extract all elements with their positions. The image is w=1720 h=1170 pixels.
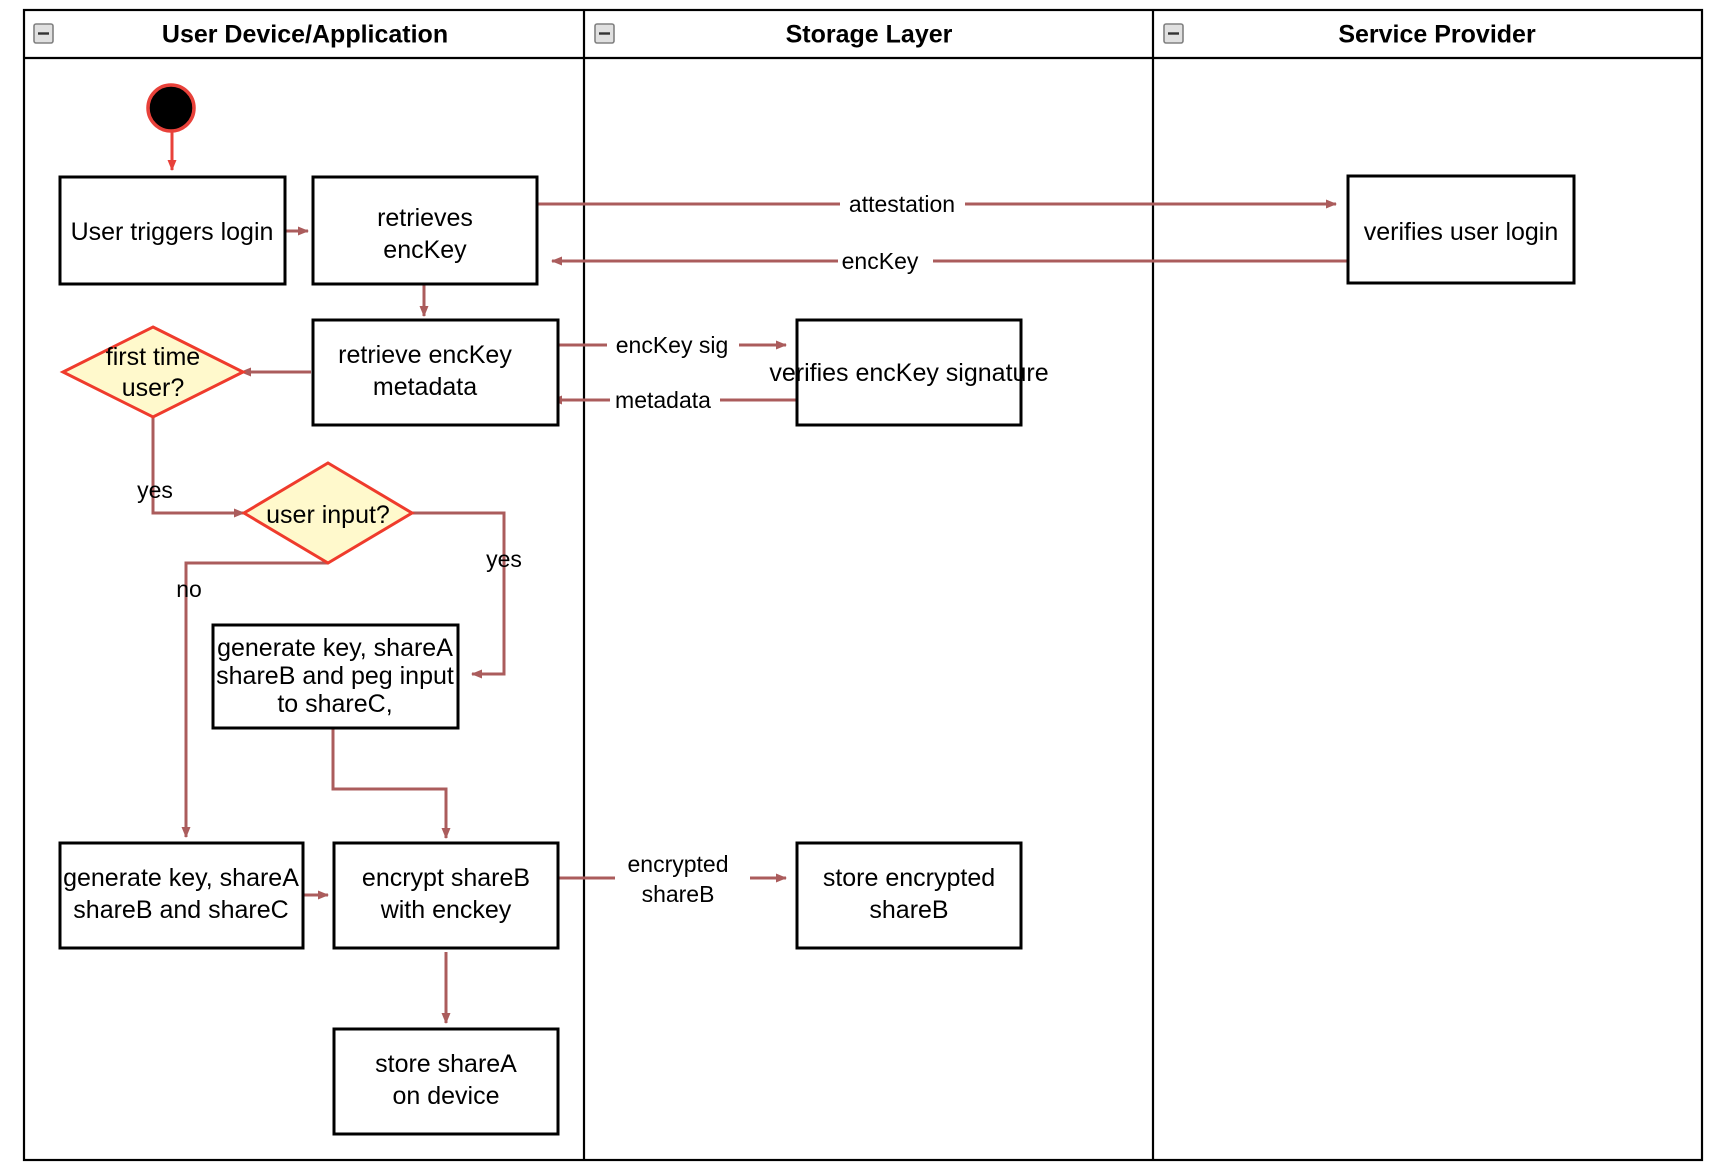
node-label-user-triggers-login: User triggers login [71, 218, 274, 246]
diagram-frame [22, 8, 1704, 1162]
edge-label-user-input-yes: yes [486, 546, 522, 572]
node-verifies-enckey-signature[interactable]: verifies encKey signature [769, 318, 1049, 427]
collapse-icon-storage[interactable] [594, 23, 615, 44]
node-first-time-user[interactable]: first time user? [59, 325, 247, 419]
node-label-encrypt-line2: with enckey [380, 896, 512, 924]
node-encrypt-shareb[interactable]: encrypt shareB with enckey [332, 841, 560, 950]
edge-user-input-yes: yes [412, 511, 522, 679]
edge-label-metadata: metadata [615, 387, 711, 413]
node-store-encrypted-shareb[interactable]: store encrypted shareB [795, 841, 1023, 950]
node-label-peg-line1: generate key, shareA [217, 634, 453, 662]
node-label-store-enc-line2: shareB [869, 896, 948, 924]
node-label-retrieves-line1: retrieves [377, 204, 473, 232]
edge-label-enckey-sig: encKey sig [616, 332, 729, 358]
edge-label-user-input-no: no [176, 576, 202, 602]
node-label-user-input: user input? [266, 501, 390, 529]
node-label-retrieves-line2: encKey [383, 236, 467, 264]
node-generate-peg-input[interactable]: generate key, shareA shareB and peg inpu… [211, 623, 460, 730]
node-label-store-sharea-line2: on device [392, 1082, 499, 1110]
node-label-metadata-line2: metadata [373, 373, 477, 401]
node-label-store-enc-line1: store encrypted [823, 864, 995, 892]
edge-label-encrypted: encrypted [627, 851, 728, 877]
node-label-first-time-line1: first time [106, 343, 200, 371]
node-label-shares-line2: shareB and shareC [73, 896, 288, 924]
edge-enckey-return: encKey [551, 247, 1348, 275]
node-label-store-sharea-line1: store shareA [375, 1050, 517, 1078]
node-verifies-user-login[interactable]: verifies user login [1346, 174, 1576, 285]
node-label-encrypt-line1: encrypt shareB [362, 864, 530, 892]
node-label-peg-line3: to shareC, [277, 690, 392, 718]
edge-first-time-yes: yes [137, 413, 245, 518]
lane-header-service-provider: Service Provider [1163, 21, 1536, 49]
edge-label-first-time-yes: yes [137, 477, 173, 503]
edge-metadata-return: metadata [551, 386, 797, 414]
edge-enckey-sig: encKey sig [557, 331, 787, 359]
edge-label-attestation: attestation [849, 191, 955, 217]
node-label-metadata-line1: retrieve encKey [338, 341, 512, 369]
node-store-sharea-on-device[interactable]: store shareA on device [332, 1027, 560, 1136]
edge-user-input-no: no [176, 561, 328, 838]
edge-label-enckey: encKey [842, 248, 919, 274]
node-label-verifies-enckey-signature: verifies encKey signature [769, 359, 1048, 387]
node-user-triggers-login[interactable]: User triggers login [58, 175, 287, 286]
node-label-first-time-line2: user? [122, 374, 185, 402]
initial-node [146, 83, 196, 133]
node-label-peg-line2: shareB and peg input [216, 662, 454, 690]
lane-title-storage: Storage Layer [786, 21, 953, 49]
edge-attestation: attestation [535, 190, 1337, 218]
lane-title-user-device: User Device/Application [162, 21, 448, 49]
node-user-input[interactable]: user input? [241, 461, 415, 565]
lane-header-storage: Storage Layer [594, 21, 953, 49]
collapse-icon-service-provider[interactable] [1163, 23, 1184, 44]
node-generate-shares[interactable]: generate key, shareA shareB and shareC [58, 841, 305, 950]
node-retrieve-enckey-metadata[interactable]: retrieve encKey metadata [311, 318, 560, 427]
edge-peg-to-encrypt [331, 728, 451, 839]
edge-encrypted-shareb: encrypted shareB [557, 848, 787, 910]
lane-header-user-device: User Device/Application [33, 21, 448, 49]
lane-title-service-provider: Service Provider [1338, 21, 1536, 49]
node-label-verifies-user-login: verifies user login [1364, 218, 1559, 246]
collapse-icon-user-device[interactable] [33, 23, 54, 44]
node-label-shares-line1: generate key, shareA [63, 864, 299, 892]
edge-label-shareb: shareB [642, 881, 715, 907]
node-retrieves-enckey[interactable]: retrieves encKey [311, 175, 539, 286]
